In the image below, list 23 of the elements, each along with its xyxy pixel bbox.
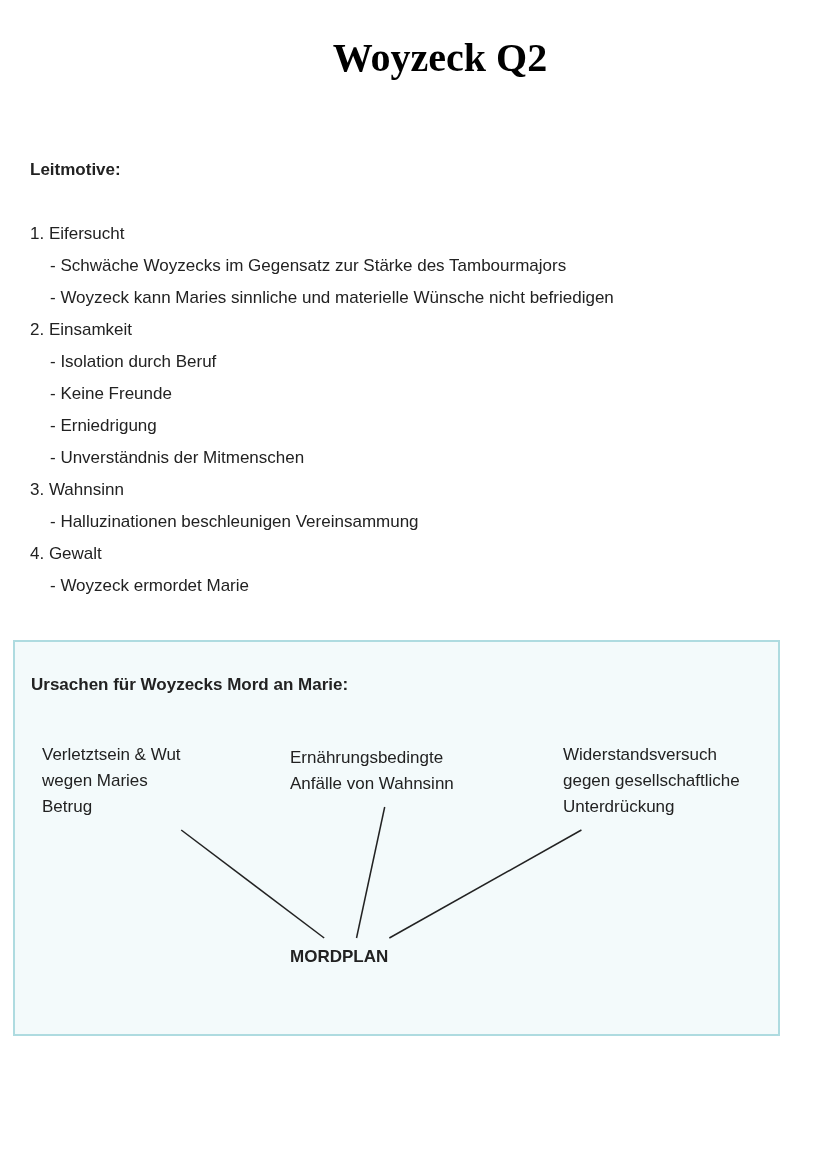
cause-text: MORDPLAN xyxy=(290,944,410,970)
list-subitem: - Woyzeck kann Maries sinnliche und materielle Wünsche nicht befriedigen xyxy=(50,287,614,309)
list-subitem: - Keine Freunde xyxy=(50,383,172,405)
connector-line xyxy=(180,829,325,939)
connector-line xyxy=(355,806,386,939)
list-item: 2. Einsamkeit xyxy=(30,319,133,341)
list-subitem: - Unverständnis der Mitmenschen xyxy=(50,447,305,469)
list-item: 4. Gewalt xyxy=(30,543,102,565)
list-subitem: - Isolation durch Beruf xyxy=(50,351,217,373)
list-item: 3. Wahnsinn xyxy=(30,479,124,501)
cause-panel xyxy=(13,640,780,1036)
section-heading: Leitmotive: xyxy=(30,159,121,181)
connector-line xyxy=(388,829,583,939)
list-subitem: - Halluzinationen beschleunigen Vereinsammung xyxy=(50,511,419,533)
list-subitem: - Erniedrigung xyxy=(50,415,157,437)
panel-heading: Ursachen für Woyzecks Mord an Marie: xyxy=(31,674,349,696)
list-subitem: - Woyzeck ermordet Marie xyxy=(50,575,249,597)
cause-text: Widerstandsversuch gegen gesellschaftliche Unterdrückung xyxy=(563,742,763,820)
cause-text: Verletztsein & Wut wegen Maries Betrug xyxy=(42,742,192,820)
list-subitem: - Schwäche Woyzecks im Gegensatz zur Stärke des Tambourmajors xyxy=(50,255,567,277)
title: Woyzeck Q2 xyxy=(331,34,549,82)
cause-text: Ernährungsbedingte Anfälle von Wahnsinn xyxy=(290,745,490,797)
list-item: 1. Eifersucht xyxy=(30,223,125,245)
